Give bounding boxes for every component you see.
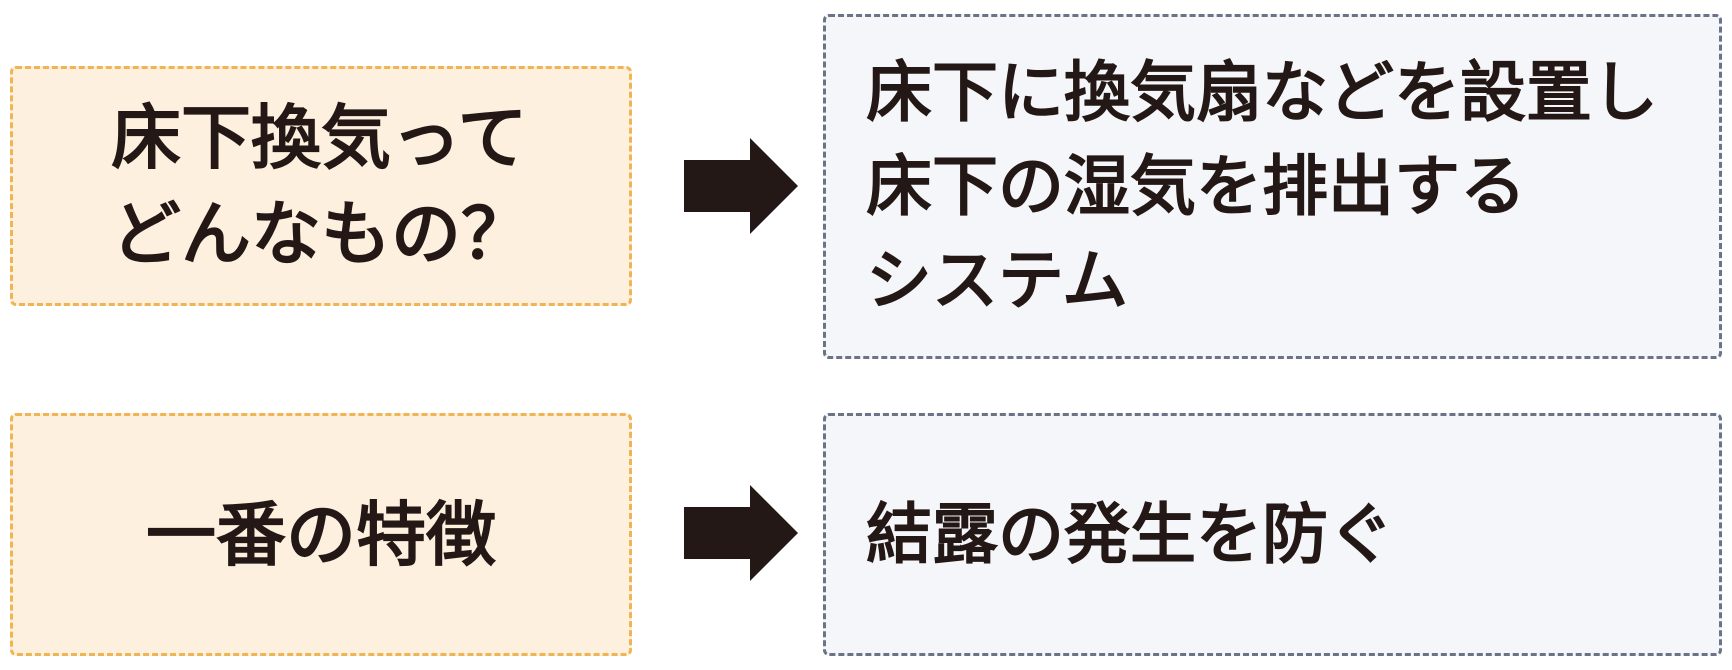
- answer-text-1: 床下に換気扇などを設置し 床下の湿気を排出する システム: [866, 46, 1658, 328]
- answer-box-2: 結露の発生を防ぐ: [823, 413, 1722, 656]
- question-box-2: 一番の特徴: [10, 413, 632, 656]
- right-arrow-icon: [684, 138, 798, 234]
- question-box-1: 床下換気って どんなもの？: [10, 66, 632, 306]
- question-1-line-1: 床下換気って: [111, 97, 528, 179]
- answer-1-line-1: 床下に換気扇などを設置し: [866, 53, 1658, 131]
- right-arrow-icon: [684, 485, 798, 581]
- answer-2-line-1: 結露の発生を防ぐ: [866, 495, 1394, 573]
- answer-text-2: 結露の発生を防ぐ: [866, 488, 1394, 582]
- answer-1-line-3: システム: [866, 241, 1129, 319]
- question-text-1: 床下換気って どんなもの？: [111, 90, 531, 282]
- question-1-line-2: どんなもの？: [111, 193, 531, 275]
- question-text-2: 一番の特徴: [146, 487, 496, 583]
- answer-box-1: 床下に換気扇などを設置し 床下の湿気を排出する システム: [823, 14, 1722, 359]
- question-2-line-1: 一番の特徴: [146, 493, 496, 576]
- answer-1-line-2: 床下の湿気を排出する: [866, 147, 1526, 225]
